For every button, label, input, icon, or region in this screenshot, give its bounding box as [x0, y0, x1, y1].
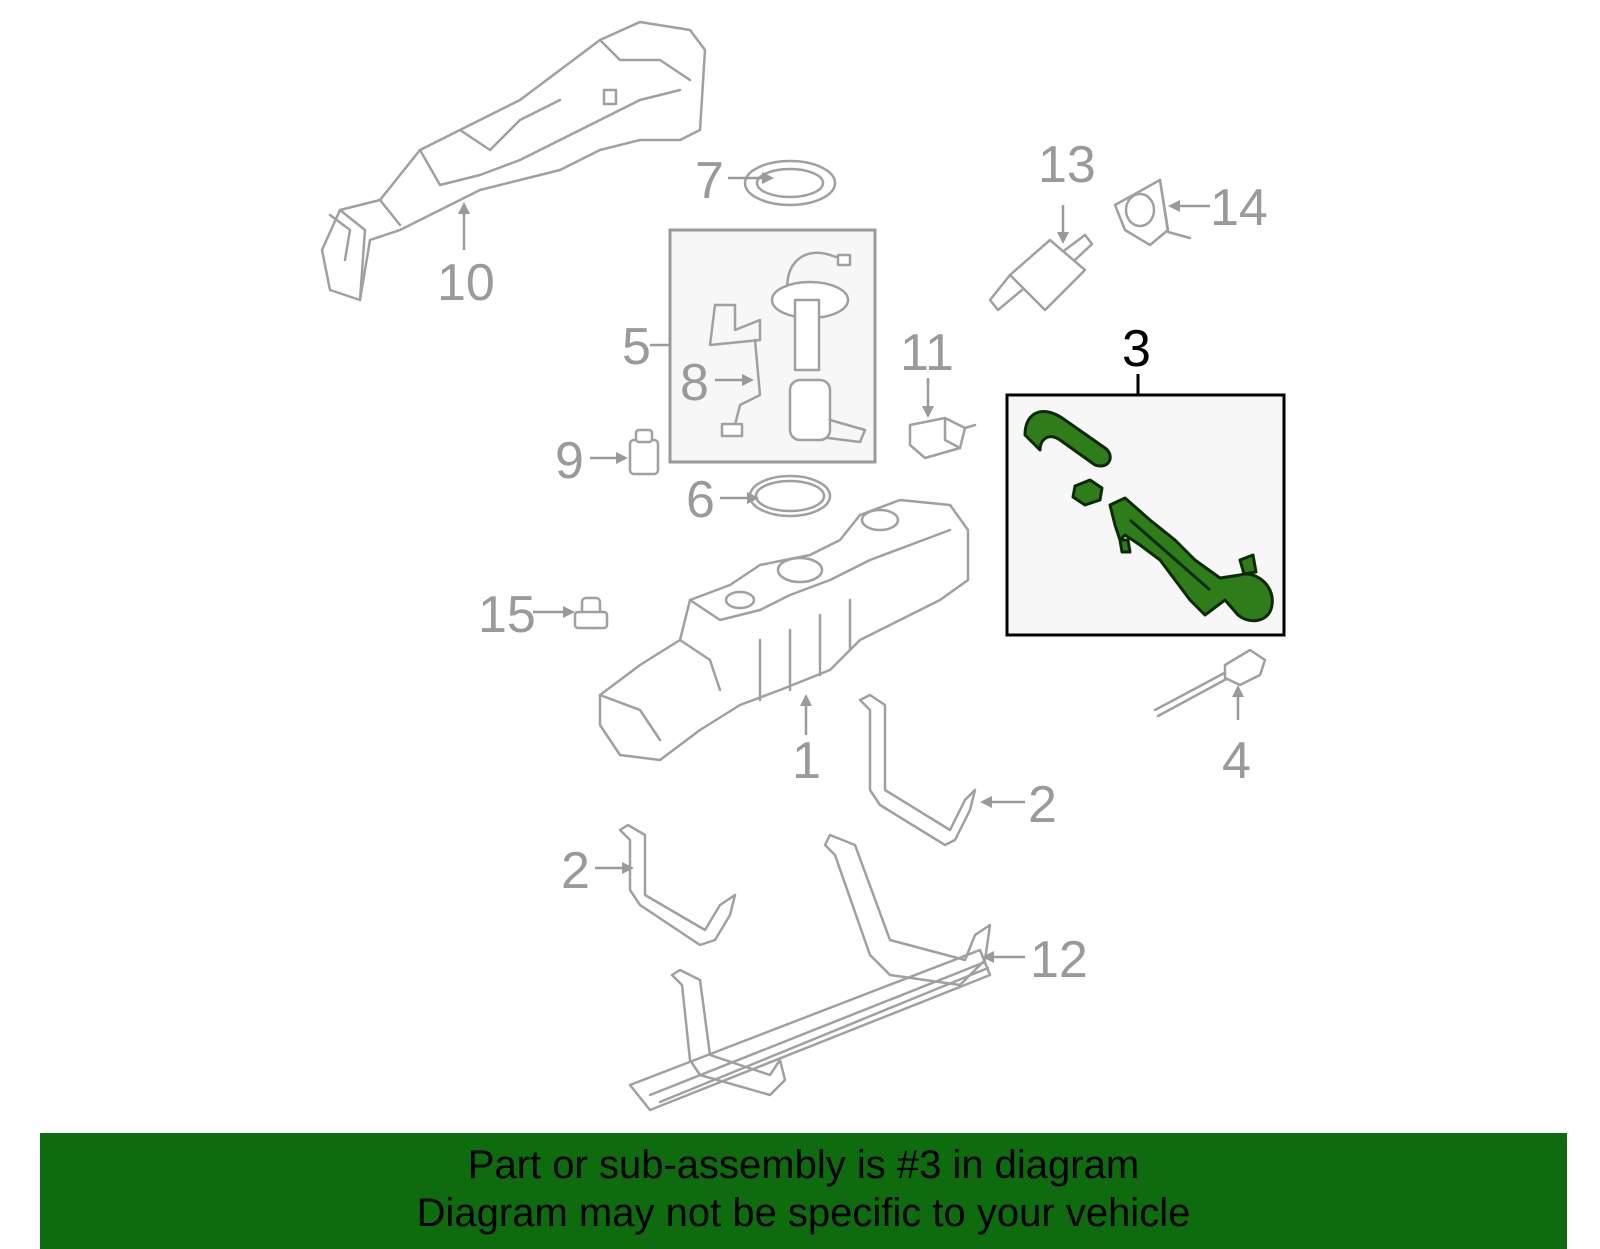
callout-6: 6: [686, 471, 715, 529]
part-4-sender: [1153, 648, 1267, 718]
callout-12: 12: [1030, 931, 1088, 989]
part-10-shield: [320, 20, 707, 302]
callout-1: 1: [792, 732, 821, 790]
callout-13: 13: [1038, 136, 1096, 194]
callout-2-lower: 2: [561, 842, 590, 900]
parts-diagram: 10 7 5 8 9 6 11 13 14 3 15 1 4 2 2 12: [320, 20, 1286, 1112]
callout-3: 3: [1122, 320, 1151, 378]
callout-labels: 10 7 5 8 9 6 11 13 14 3 15 1 4 2 2 12: [437, 136, 1268, 989]
info-banner: Part or sub-assembly is #3 in diagram Di…: [40, 1133, 1567, 1249]
callout-7: 7: [695, 152, 724, 210]
callout-4: 4: [1222, 732, 1251, 790]
callout-8: 8: [680, 354, 709, 412]
part-3-assembly-box: [1005, 393, 1286, 637]
part-2-strap-upper: [858, 693, 977, 847]
part-15-clip: [573, 596, 609, 630]
part-7-lock-ring: [743, 159, 837, 207]
callout-2-upper: 2: [1028, 776, 1057, 834]
part-13-fuel-filter: [988, 233, 1094, 312]
part-14-bracket: [1113, 178, 1192, 247]
part-9-valve: [628, 428, 660, 476]
part-6-gasket: [748, 474, 832, 518]
leader-lines: [458, 172, 1244, 963]
callout-11: 11: [900, 324, 954, 382]
part-11-sensor: [908, 416, 977, 460]
callout-9: 9: [555, 432, 584, 490]
banner-line-2: Diagram may not be specific to your vehi…: [416, 1191, 1191, 1235]
part-2-strap-lower: [618, 823, 737, 947]
callout-5: 5: [622, 318, 651, 376]
part-12-skid-plate: [628, 833, 992, 1112]
banner-line-1: Part or sub-assembly is #3 in diagram: [467, 1143, 1140, 1187]
callout-10: 10: [437, 254, 495, 312]
callout-15: 15: [478, 586, 536, 644]
part-5-pump-module-box: [668, 228, 877, 464]
part-1-fuel-tank: [598, 498, 970, 762]
callout-14: 14: [1210, 179, 1268, 237]
